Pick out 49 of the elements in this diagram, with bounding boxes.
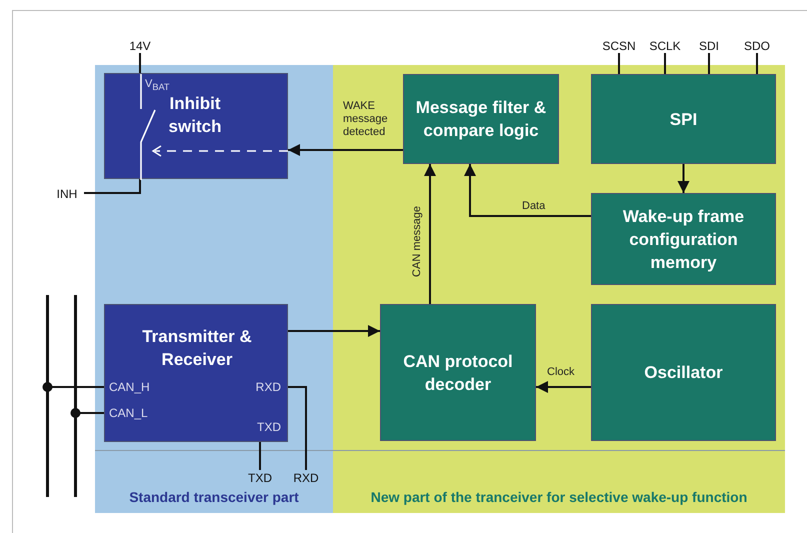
- panel-background: [95, 65, 333, 513]
- pin-label: RXD: [293, 470, 319, 484]
- block-title: Transmitter & Receiver: [141, 326, 253, 371]
- block-box: [403, 74, 559, 164]
- block-box: [591, 304, 776, 441]
- pin-label: CAN_H: [109, 380, 150, 394]
- pin-label: 14V: [129, 38, 151, 52]
- block-title: Oscillator: [643, 362, 724, 384]
- block-box: [104, 73, 288, 179]
- connector-line: [618, 53, 620, 74]
- connector-line: [259, 442, 261, 470]
- pin-label: TXD: [248, 470, 272, 484]
- pin-label: SDI: [698, 38, 719, 52]
- block-box: [104, 304, 288, 442]
- connector-line: [678, 164, 690, 193]
- section-label: New part of the tranceiver for selective wake-up function: [370, 489, 748, 505]
- pin-label: CAN_L: [109, 406, 148, 420]
- block-box: [380, 304, 536, 441]
- connector-line: [84, 179, 141, 194]
- connector-line: [42, 382, 104, 392]
- connector-line: [288, 325, 380, 337]
- connector-line: [536, 381, 591, 393]
- pin-label: SCLK: [649, 38, 681, 52]
- block-title: Message filter & compare logic: [414, 97, 548, 142]
- edge-label: CAN message: [410, 206, 424, 277]
- supply-label: V$_{BAT}$: [145, 78, 170, 92]
- connector-line: [424, 164, 436, 304]
- pin-label: SCSN: [602, 38, 636, 52]
- block-box: [591, 193, 776, 285]
- connector-line: [708, 53, 710, 74]
- pin-label: SDO: [744, 38, 770, 52]
- connector-line: [756, 53, 758, 74]
- block-title: SPI: [668, 108, 698, 130]
- connector-line: [139, 53, 141, 73]
- block-title: CAN protocol decoder: [402, 350, 514, 396]
- bus-line: [74, 295, 77, 497]
- connector-line: [464, 164, 591, 217]
- block-box: [591, 74, 776, 164]
- connector-line: [288, 386, 307, 470]
- connector-line: [70, 408, 104, 418]
- pin-label: TXD: [257, 420, 281, 434]
- connector-line: [664, 53, 666, 74]
- block-title: Wake-up frame configuration memory: [622, 206, 746, 274]
- pin-label: RXD: [256, 380, 281, 394]
- connector-line: [288, 144, 403, 156]
- section-label: Standard transceiver part: [128, 489, 300, 505]
- block-title: Inhibit switch: [168, 93, 222, 138]
- pin-label: INH: [56, 186, 78, 200]
- bus-line: [46, 295, 49, 497]
